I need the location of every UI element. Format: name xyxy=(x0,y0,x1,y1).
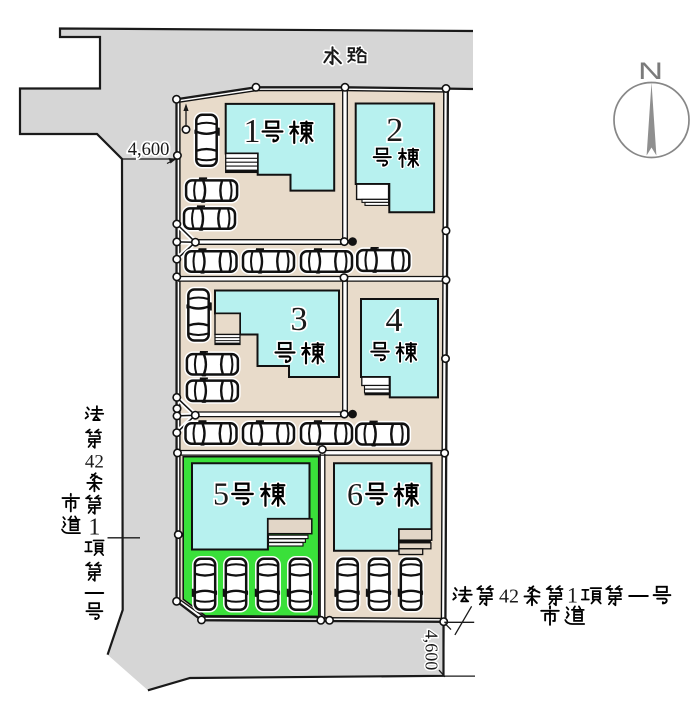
svg-text:3: 3 xyxy=(291,301,308,338)
svg-text:2: 2 xyxy=(386,112,403,149)
svg-text:5: 5 xyxy=(213,476,229,512)
svg-text:42: 42 xyxy=(85,451,104,472)
svg-text:4: 4 xyxy=(386,302,403,339)
svg-text:1: 1 xyxy=(567,583,578,608)
svg-text:N: N xyxy=(638,58,663,84)
svg-text:42: 42 xyxy=(499,586,519,608)
svg-text:1: 1 xyxy=(88,515,100,541)
svg-text:4,600: 4,600 xyxy=(422,630,442,671)
svg-text:1: 1 xyxy=(244,113,261,150)
svg-text:6: 6 xyxy=(347,476,363,512)
svg-text:4,600: 4,600 xyxy=(128,140,170,160)
